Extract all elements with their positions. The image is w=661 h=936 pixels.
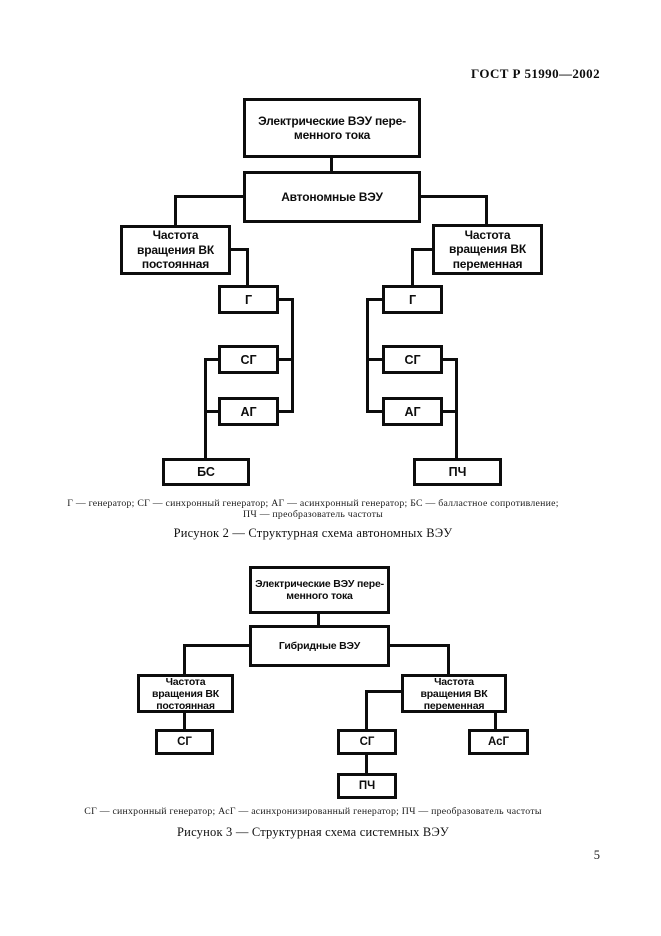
fig3-legend-line1: СГ — синхронный генератор; АсГ — асинхро… bbox=[84, 806, 542, 817]
fig3-node-left-sg: СГ bbox=[155, 729, 214, 755]
fig2-right-g-stub-left bbox=[367, 298, 382, 301]
fig3-connector-freqvar-sg-v bbox=[365, 690, 368, 729]
fig3-node-freq-var: Частота вращения ВК переменная bbox=[401, 674, 507, 713]
fig2-left-ag-stub-right bbox=[279, 410, 294, 413]
fig2-node-right-ag: АГ bbox=[382, 397, 443, 426]
fig2-connector-auto-freqconst-h bbox=[176, 195, 243, 198]
fig3-node-pch: ПЧ bbox=[337, 773, 397, 799]
fig3-connector-hybrid-freqvar-h bbox=[390, 644, 450, 647]
fig2-node-right-sg: СГ bbox=[382, 345, 443, 374]
fig2-node-freq-var: Частота вращения ВК переменная bbox=[432, 224, 543, 275]
fig2-connector-freqconst-g-h bbox=[231, 248, 249, 251]
fig2-connector-auto-freqconst-v bbox=[174, 195, 177, 225]
fig2-right-sg-stub-right bbox=[443, 358, 457, 361]
fig2-node-autonomous: Автономные ВЭУ bbox=[243, 171, 421, 223]
fig2-node-left-g: Г bbox=[218, 285, 279, 314]
fig2-caption: Рисунок 2 — Структурная схема автономных… bbox=[173, 526, 453, 540]
fig2-connector-bus-pch bbox=[455, 358, 458, 458]
fig2-node-pch: ПЧ bbox=[413, 458, 502, 486]
fig2-connector-freqvar-g-h bbox=[411, 248, 432, 251]
fig2-left-sg-stub-left bbox=[204, 358, 218, 361]
fig3-node-root: Электрические ВЭУ пере- менного тока bbox=[249, 566, 390, 614]
fig2-left-outer-bus bbox=[291, 298, 294, 413]
fig3-connector-freqvar-sg-h bbox=[366, 690, 401, 693]
fig2-connector-auto-freqvar-h bbox=[421, 195, 487, 198]
fig3-connector-hybrid-freqconst-v bbox=[183, 644, 186, 674]
fig2-left-ag-stub-left bbox=[204, 410, 218, 413]
fig3-connector-hybrid-freqvar-v bbox=[447, 644, 450, 674]
fig3-node-freq-const: Частота вращения ВК постоянная bbox=[137, 674, 234, 713]
fig3-connector-hybrid-freqconst-h bbox=[184, 644, 249, 647]
fig2-node-root: Электрические ВЭУ пере- менного тока bbox=[243, 98, 421, 158]
fig2-connector-freqconst-g-v bbox=[246, 248, 249, 285]
fig2-connector-root-autonomous bbox=[330, 157, 333, 171]
fig2-left-sg-stub-right bbox=[279, 358, 294, 361]
fig2-node-freq-const: Частота вращения ВК постоянная bbox=[120, 225, 231, 275]
fig3-node-right-sg: СГ bbox=[337, 729, 397, 755]
fig2-right-ag-stub-right bbox=[443, 410, 457, 413]
fig3-connector-freqvar-asg bbox=[494, 712, 497, 729]
fig2-right-outer-bus bbox=[366, 298, 369, 413]
fig2-connector-freqvar-g-v bbox=[411, 248, 414, 285]
fig3-node-hybrid: Гибридные ВЭУ bbox=[249, 625, 390, 667]
fig3-caption: Рисунок 3 — Структурная схема системных … bbox=[177, 825, 449, 839]
fig2-connector-bus-bs bbox=[204, 358, 207, 458]
fig2-legend-line2: ПЧ — преобразователь частоты bbox=[243, 509, 383, 520]
fig2-left-g-stub-right bbox=[279, 298, 294, 301]
fig2-right-ag-stub-left bbox=[367, 410, 382, 413]
fig2-node-right-g: Г bbox=[382, 285, 443, 314]
fig2-right-sg-stub-left bbox=[367, 358, 382, 361]
fig2-node-left-ag: АГ bbox=[218, 397, 279, 426]
fig3-connector-sg-pch bbox=[365, 754, 368, 773]
fig3-node-asg: АсГ bbox=[468, 729, 529, 755]
document-number: ГОСТ Р 51990—2002 bbox=[470, 66, 600, 81]
fig2-node-bs: БС bbox=[162, 458, 250, 486]
fig2-node-left-sg: СГ bbox=[218, 345, 279, 374]
fig2-connector-auto-freqvar-v bbox=[485, 195, 488, 224]
fig3-connector-freqconst-sg bbox=[183, 712, 186, 729]
fig2-legend-line1: Г — генератор; СГ — синхронный генератор… bbox=[67, 498, 559, 509]
page-number: 5 bbox=[593, 848, 600, 862]
fig3-connector-root-hybrid bbox=[317, 613, 320, 626]
